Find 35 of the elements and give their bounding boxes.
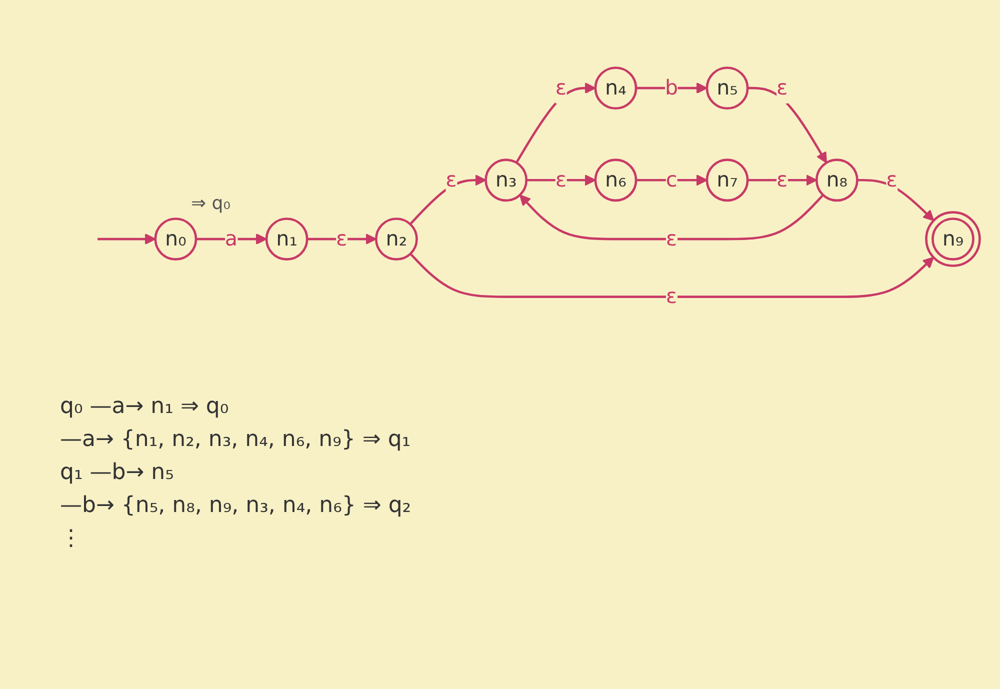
node-circle: n₉ xyxy=(925,211,981,267)
node-circle: n₅ xyxy=(706,66,749,110)
node-circle: n₇ xyxy=(706,158,749,202)
arrow xyxy=(97,233,156,245)
node-circle: n₆ xyxy=(594,158,638,202)
arrow xyxy=(857,178,934,222)
arrow xyxy=(409,174,486,225)
edge-label: ε xyxy=(666,226,678,251)
edge-label: ε xyxy=(555,167,566,192)
node-circle: n₀ xyxy=(154,218,198,260)
arrow xyxy=(748,86,828,164)
edge-label: b xyxy=(664,75,678,100)
arrow xyxy=(410,252,934,298)
edge-label: a xyxy=(224,226,238,251)
derivation-text: q₁ —b→ n₅ xyxy=(60,460,175,485)
node-circle: n₂ xyxy=(374,218,418,260)
state-note: ⇒ q₀ xyxy=(190,192,230,214)
derivation-text: —a→ {n₁, n₂, n₃, n₄, n₆, n₉} ⇒ q₁ xyxy=(60,427,412,452)
arrow xyxy=(515,82,596,164)
node-circle: n₈ xyxy=(815,158,858,202)
edge-label: ε xyxy=(886,167,898,192)
derivation-text: q₀ —a→ n₁ ⇒ q₀ xyxy=(60,394,230,419)
edge-label: c xyxy=(666,167,678,192)
arrow xyxy=(519,194,824,240)
edge-label: ε xyxy=(555,75,566,100)
derivation-text: —b→ {n₅, n₈, n₉, n₃, n₄, n₆} ⇒ q₂ xyxy=(60,493,412,518)
node-circle: n₄ xyxy=(594,66,638,110)
edge-label: ε xyxy=(446,167,457,192)
edge-label: ε xyxy=(776,75,788,100)
edge-label: ε xyxy=(666,284,678,308)
edge-label: ε xyxy=(776,167,788,192)
node-circle: n₃ xyxy=(484,158,528,202)
node-circle: n₁ xyxy=(265,218,308,260)
derivation-text: ⋮ xyxy=(60,526,83,551)
edge-label: ε xyxy=(336,226,348,251)
